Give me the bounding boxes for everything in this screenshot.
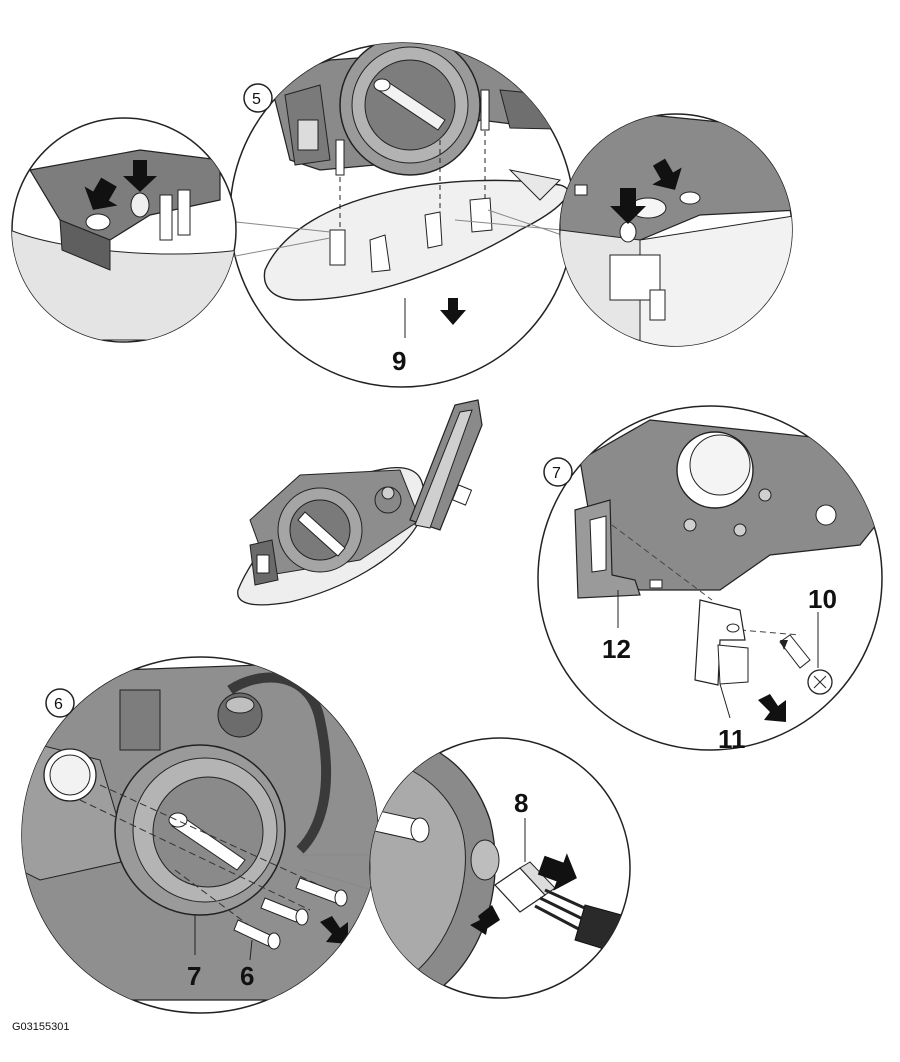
step5-label: 5	[252, 91, 261, 108]
step7-marker: 7	[543, 457, 573, 487]
figure-code: G03155301	[12, 1021, 70, 1033]
callout-9: 9	[392, 346, 406, 376]
callout-7: 7	[187, 961, 201, 991]
callout-11: 11	[718, 724, 746, 754]
step5-marker: 5	[243, 83, 273, 113]
screw-3	[233, 919, 281, 950]
step7-detail: 12 11 10	[537, 405, 883, 754]
step7-label: 7	[552, 465, 561, 482]
connector-detail: 8	[300, 737, 631, 999]
callout-6: 6	[240, 961, 254, 991]
step5-right-detail	[454, 113, 793, 347]
callout-12: 12	[602, 634, 631, 664]
callout-10: 10	[808, 584, 837, 614]
screw-2	[260, 897, 309, 926]
screw-1	[295, 877, 348, 907]
step5-main-view: 9	[229, 42, 575, 388]
mirror-assembly-overview	[237, 399, 483, 606]
step6-label: 6	[54, 696, 63, 713]
step6-detail: 7 6	[21, 656, 379, 1014]
callout-8: 8	[514, 788, 528, 818]
step6-marker: 6	[45, 688, 75, 718]
step5-left-detail	[11, 117, 331, 343]
